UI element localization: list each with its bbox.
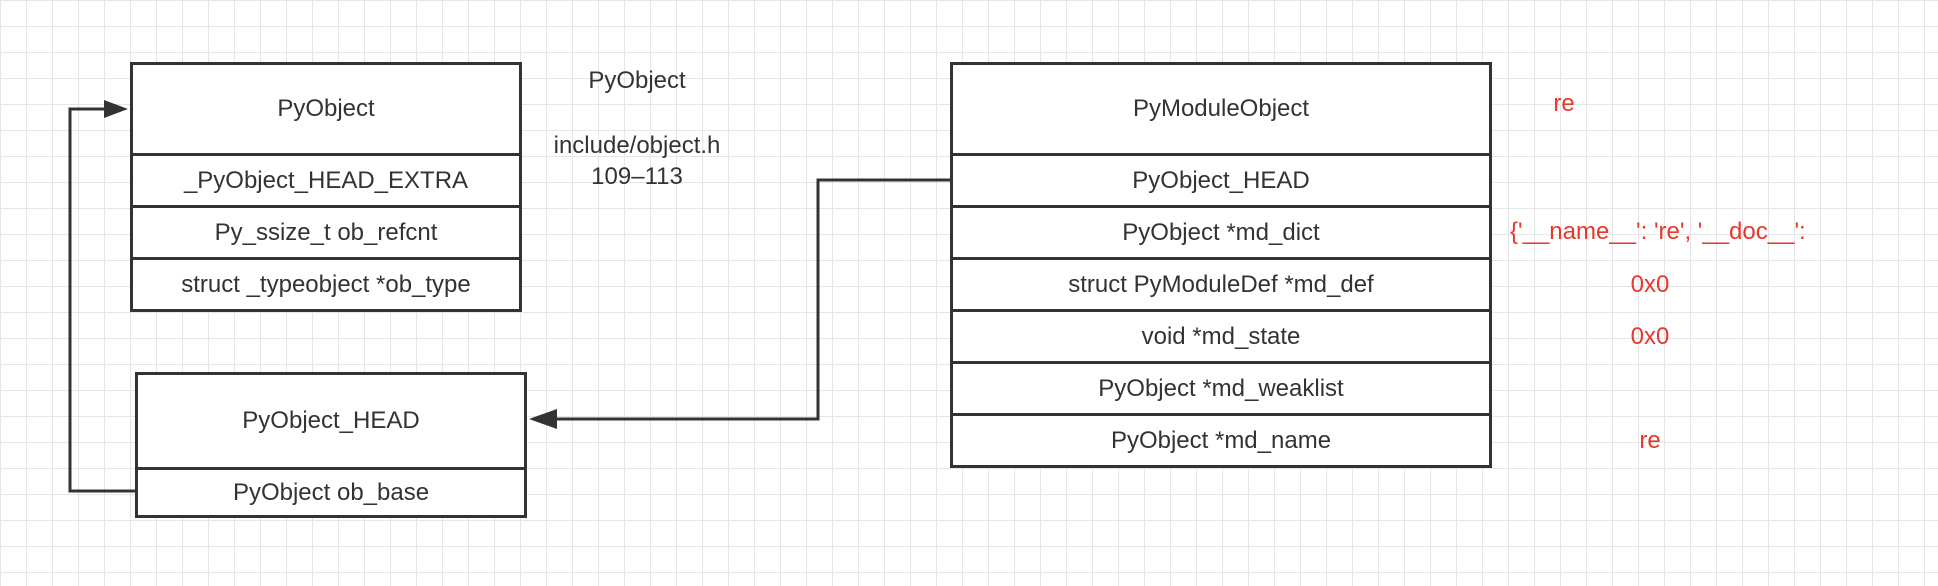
pyobject-head-box: PyObject_HEAD PyObject ob_base <box>135 372 527 518</box>
pyobject-field-ob-type: struct _typeobject *ob_type <box>133 257 519 309</box>
module-field-md-def: struct PyModuleDef *md_def <box>953 257 1489 309</box>
pyobject-struct-box: PyObject _PyObject_HEAD_EXTRA Py_ssize_t… <box>130 62 522 312</box>
module-field-md-dict: PyObject *md_dict <box>953 205 1489 257</box>
module-field-md-name: PyObject *md_name <box>953 413 1489 465</box>
annotation-file: include/object.h <box>553 132 721 159</box>
pyobject-field-ob-refcnt: Py_ssize_t ob_refcnt <box>133 205 519 257</box>
annotation-lines: 109–113 <box>591 163 683 190</box>
value-md-name: re <box>1639 427 1661 454</box>
value-md-def: 0x0 <box>1630 271 1670 298</box>
pyobject-field-head-extra: _PyObject_HEAD_EXTRA <box>133 153 519 205</box>
module-head-to-pyobject-head-arrow <box>548 178 950 421</box>
value-md-dict: {'__name__': 're', '__doc__': <box>1510 218 1806 245</box>
value-module-name: re <box>1553 90 1575 117</box>
module-head-arrowhead <box>529 409 557 429</box>
pyobject-head-box-title: PyObject_HEAD <box>242 407 420 434</box>
module-field-pyobject-head: PyObject_HEAD <box>953 153 1489 205</box>
value-md-state: 0x0 <box>1630 323 1670 350</box>
ob-base-arrowhead <box>104 100 128 118</box>
module-field-md-state: void *md_state <box>953 309 1489 361</box>
pymoduleobject-box-title: PyModuleObject <box>1132 95 1310 122</box>
ob-base-to-pyobject-arrow <box>68 107 135 493</box>
annotation-title: PyObject <box>588 67 686 94</box>
pyobject-head-field-ob-base: PyObject ob_base <box>138 467 524 515</box>
module-field-md-weaklist: PyObject *md_weaklist <box>953 361 1489 413</box>
pyobject-box-title: PyObject <box>277 95 375 122</box>
pymoduleobject-struct-box: PyModuleObject PyObject_HEAD PyObject *m… <box>950 62 1492 468</box>
